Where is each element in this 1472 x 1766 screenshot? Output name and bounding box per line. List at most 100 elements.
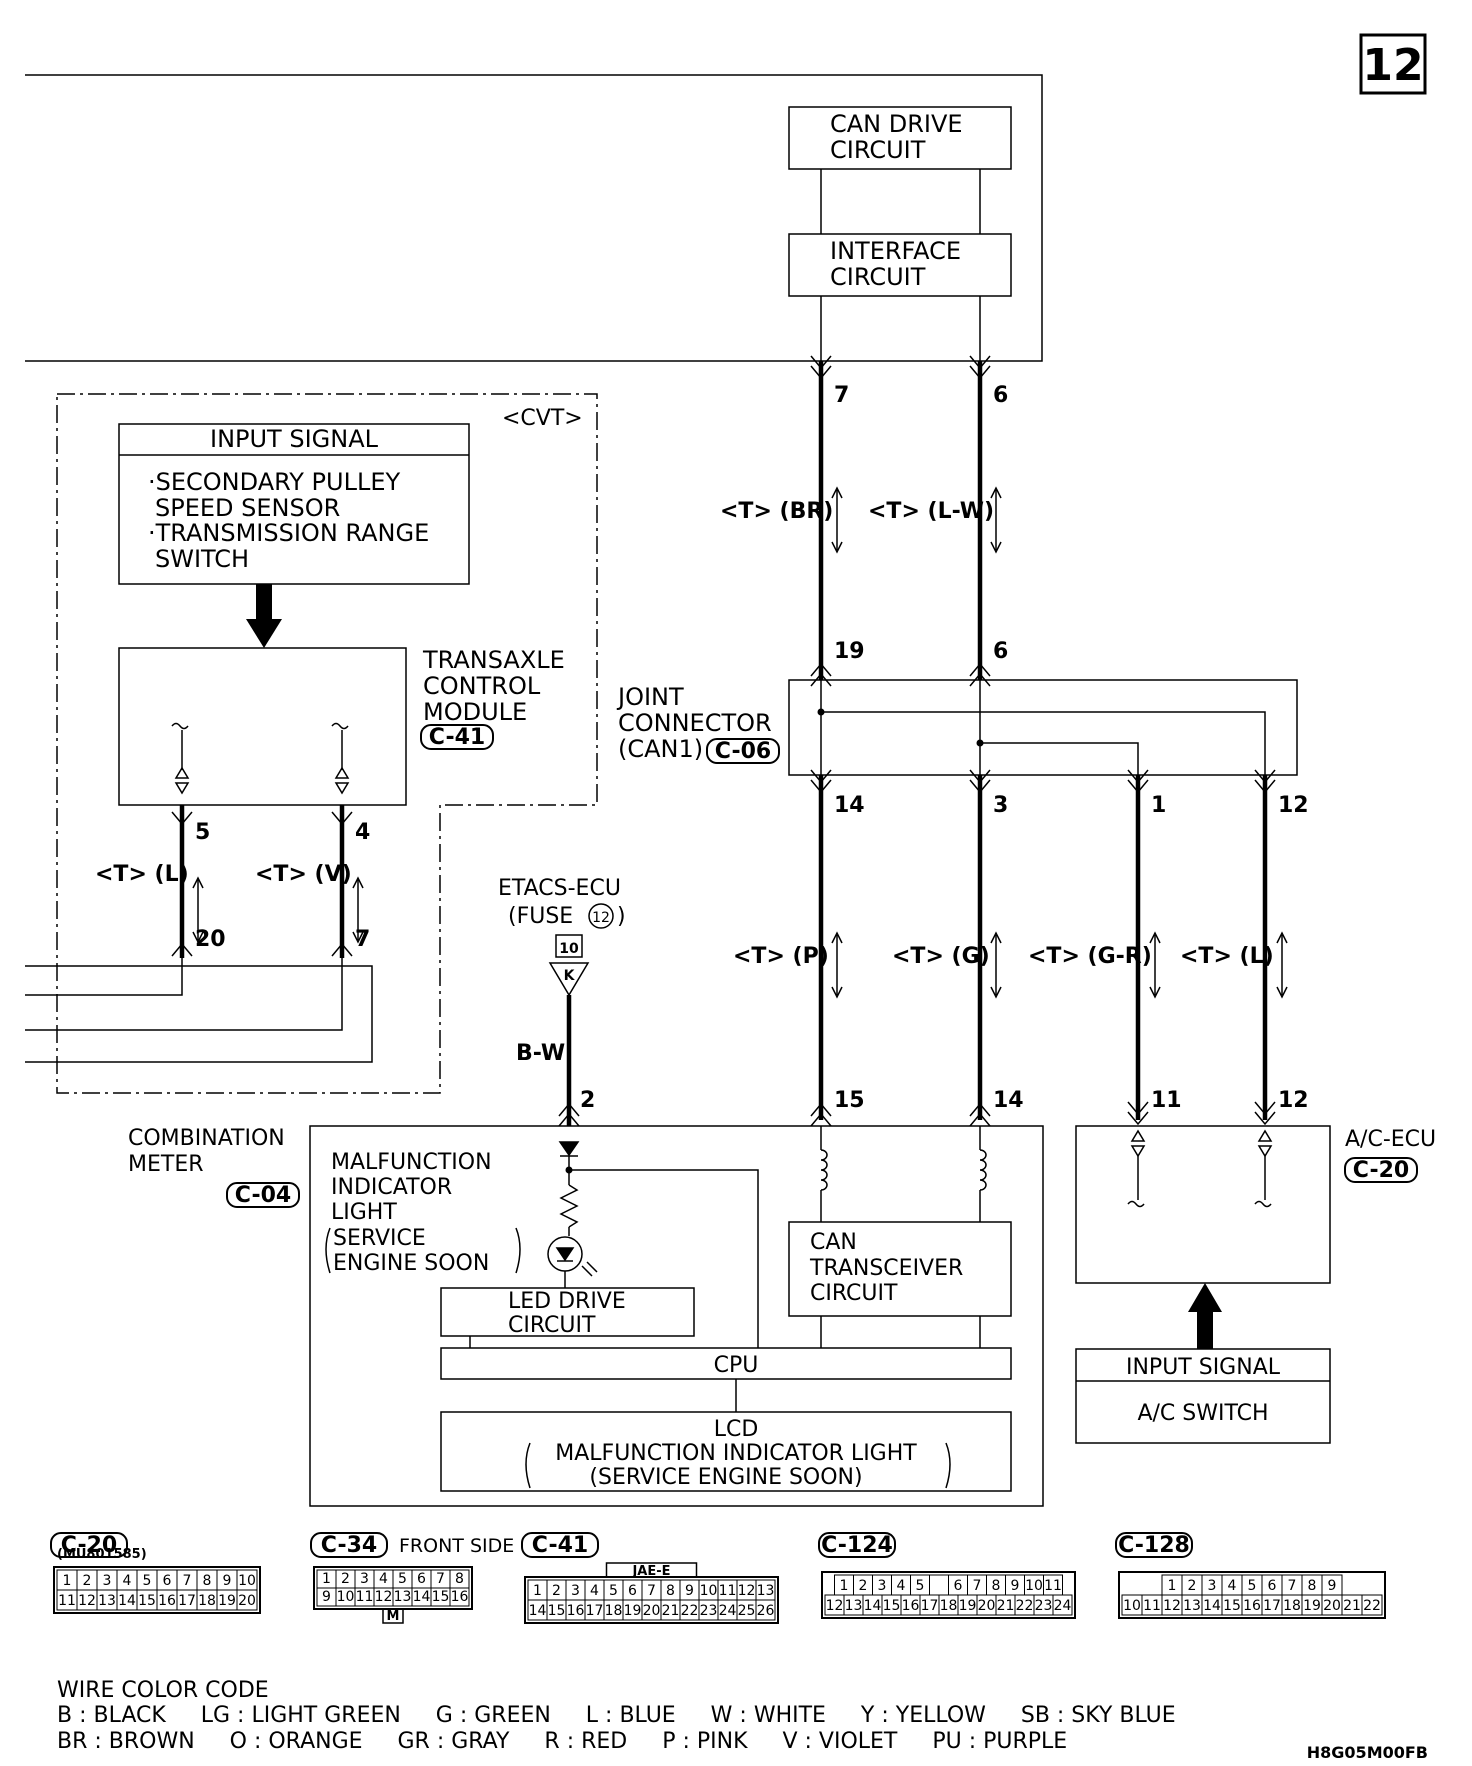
joint-connector-id: C-06	[715, 739, 771, 764]
connector-pin-number: 22	[1363, 1598, 1381, 1614]
connector-cell	[449, 1587, 470, 1607]
wire-color-g: <T> (G)	[892, 944, 990, 969]
connector-mark: M	[387, 1609, 400, 1624]
etacs-line1: ETACS-ECU	[498, 876, 621, 901]
connector-pin-number: 11	[1143, 1598, 1161, 1614]
connector-pin-number: 25	[738, 1603, 756, 1619]
pin-3-jc: 3	[993, 793, 1008, 818]
connector-pin-number: 12	[78, 1593, 96, 1609]
connector-pin-number: 13	[1183, 1598, 1201, 1614]
connector-pin-number: 4	[379, 1571, 388, 1587]
tcm-bus-lines	[25, 958, 373, 1063]
connector-id: C-124	[821, 1533, 893, 1558]
connector-pin-number: 8	[203, 1573, 212, 1589]
connector-pin-number: 15	[1223, 1598, 1241, 1614]
transaxle-control-module: TRANSAXLE CONTROL MODULE C-41	[118, 646, 565, 806]
figure-code: H8G05M00FB	[1307, 1743, 1428, 1762]
connector-outline	[821, 1571, 1076, 1619]
cpu-block: CPU	[440, 1347, 1012, 1412]
can-main-wires	[818, 361, 983, 680]
svg-text:MALFUNCTION INDICATOR LIGHT: MALFUNCTION INDICATOR LIGHT	[555, 1441, 917, 1466]
mil-label: MALFUNCTION INDICATOR LIGHT SERVICE ENGI…	[325, 1150, 521, 1276]
connector-pin-number: 7	[183, 1573, 192, 1589]
pin-4-tcm: 4	[355, 820, 370, 845]
connector-pin-number: 11	[1044, 1578, 1062, 1594]
connector-pin-number: 4	[123, 1573, 132, 1589]
connector-pin-number: 6	[954, 1578, 963, 1594]
svg-text:CPU: CPU	[714, 1353, 759, 1378]
connector-pin-number: 2	[83, 1573, 92, 1589]
pin-1-jc: 1	[1151, 793, 1166, 818]
connector-pin-number: 1	[840, 1578, 849, 1594]
connector-pin-number: 19	[218, 1593, 236, 1609]
fuse-connector-symbol: 10 K	[548, 934, 590, 997]
connector-pin-number: 19	[624, 1603, 642, 1619]
connector-cell	[236, 1589, 258, 1611]
connector-pin-number: 23	[1035, 1598, 1053, 1614]
can-drive-line2: CIRCUIT	[830, 136, 926, 164]
connector-pin-number: 2	[1188, 1578, 1197, 1594]
connector-pin-number: 7	[973, 1578, 982, 1594]
connector-pin-number: 10	[700, 1583, 718, 1599]
pin-5-tcm: 5	[195, 820, 210, 845]
connector-id-box	[50, 1532, 128, 1558]
connector-pin-number: 6	[163, 1573, 172, 1589]
svg-text:MALFUNCTION: MALFUNCTION	[331, 1150, 492, 1175]
pin-2-meter: 2	[580, 1088, 595, 1113]
connector-cell	[929, 1574, 949, 1596]
connector-pin-number: 19	[959, 1598, 977, 1614]
connector-pin-number: 14	[1203, 1598, 1221, 1614]
connector-pin-number: 18	[940, 1598, 958, 1614]
connector-pin-number: 2	[341, 1571, 350, 1587]
etacs-ecu-label: ETACS-ECU (FUSE 12 )	[498, 876, 626, 929]
tcm-input-title: INPUT SIGNAL	[210, 425, 379, 453]
connector-pin-number: 17	[586, 1603, 604, 1619]
etacs-line2: (FUSE	[508, 904, 573, 929]
connector-pin-number: 12	[826, 1598, 844, 1614]
connector-pin-number: 20	[238, 1593, 256, 1609]
interface-line2: CIRCUIT	[830, 263, 926, 291]
svg-text:CIRCUIT: CIRCUIT	[810, 1281, 898, 1306]
svg-text:WIRE COLOR CODE: WIRE COLOR CODE	[57, 1678, 269, 1703]
connector-pin-number: 17	[921, 1598, 939, 1614]
cvt-dashed-area	[56, 393, 598, 1094]
joint-output-wires	[818, 775, 1268, 1120]
joint-label-2: CONNECTOR	[618, 709, 772, 737]
svg-text:A/C SWITCH: A/C SWITCH	[1137, 1401, 1268, 1426]
connector-pin-number: 20	[643, 1603, 661, 1619]
tcm-label-1: TRANSAXLE	[422, 646, 565, 674]
connector-pin-number: 22	[681, 1603, 699, 1619]
svg-text:LIGHT: LIGHT	[331, 1200, 397, 1225]
connector-pin-number: 19	[1303, 1598, 1321, 1614]
connector-pin-number: 7	[647, 1583, 656, 1599]
mil-circuit	[547, 1141, 759, 1348]
connector-pin-number: 2	[859, 1578, 868, 1594]
wire-color-lw: <T> (L-W)	[868, 499, 994, 524]
joint-connector-block: JOINT CONNECTOR (CAN1) C-06	[616, 679, 1298, 776]
connector-pin-number: 24	[719, 1603, 737, 1619]
connector-pin-number: 17	[178, 1593, 196, 1609]
connector-pin-number: 13	[394, 1589, 412, 1605]
connector-cell	[755, 1599, 776, 1621]
svg-text:LCD: LCD	[714, 1417, 759, 1442]
connector-pin-number: 23	[700, 1603, 718, 1619]
connector-cell	[1361, 1594, 1383, 1616]
connector-pin-number: 15	[548, 1603, 566, 1619]
connector-pin-number: 16	[451, 1589, 469, 1605]
connector-outline	[53, 1566, 261, 1614]
input-item-3: ·TRANSMISSION RANGE	[148, 519, 429, 547]
connector-pin-number: 2	[552, 1583, 561, 1599]
connector-pin-number: 20	[1323, 1598, 1341, 1614]
connector-id-box	[521, 1532, 599, 1558]
meter-can-coils	[820, 1126, 987, 1348]
connector-id: C-41	[532, 1533, 588, 1558]
connector-pin-number: 26	[757, 1603, 775, 1619]
connector-mark: JAE-E	[631, 1564, 670, 1579]
svg-text:CIRCUIT: CIRCUIT	[508, 1313, 596, 1338]
connector-pin-number: 14	[413, 1589, 431, 1605]
connector-pin-number: 10	[238, 1573, 256, 1589]
pin-15-meter: 15	[834, 1088, 865, 1113]
connector-pin-number: 12	[375, 1589, 393, 1605]
connector-pin-number: 14	[864, 1598, 882, 1614]
connector-pin-number: 8	[1308, 1578, 1317, 1594]
